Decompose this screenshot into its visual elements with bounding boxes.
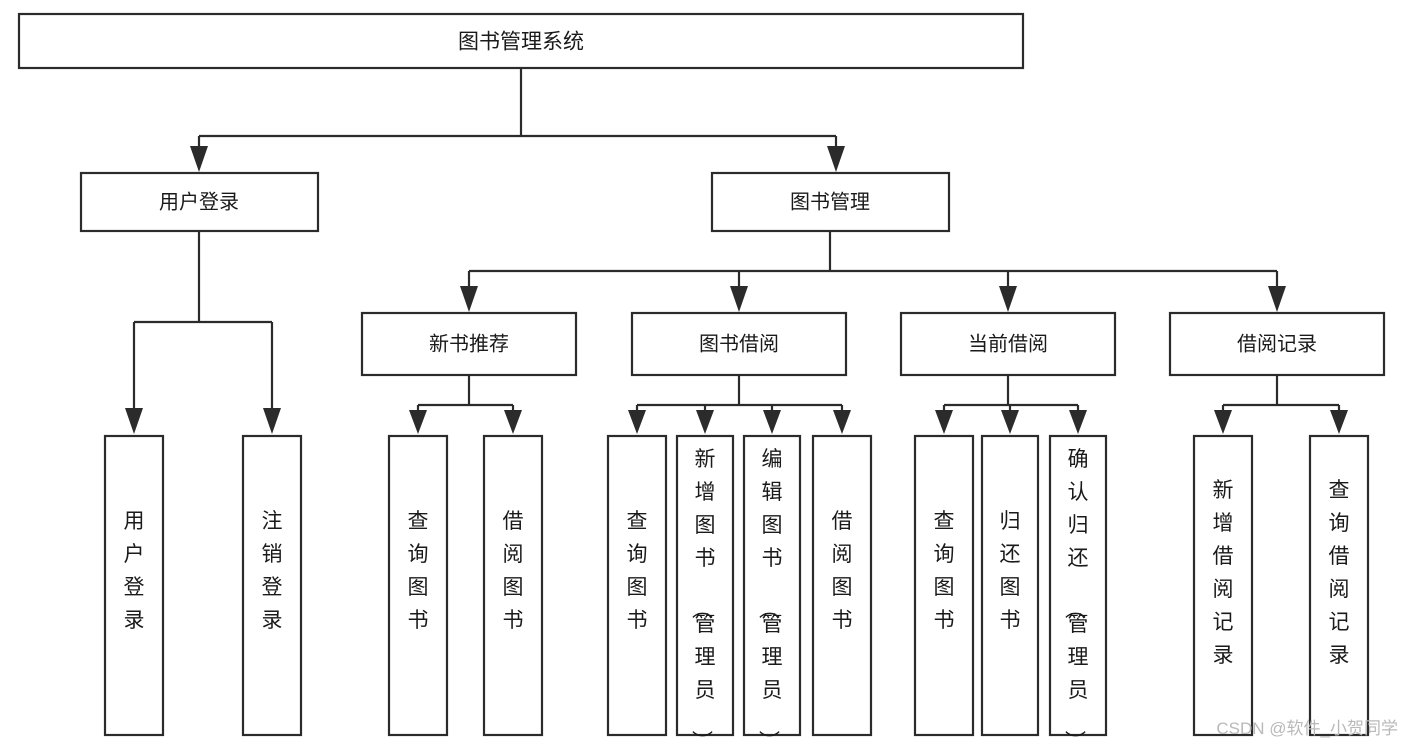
leaf-node-g2-1-box	[675, 434, 735, 737]
connector-root-to-level2	[190, 68, 845, 172]
leaf-node-g4-1[interactable]: 查询借阅记录	[1308, 434, 1370, 737]
node-level2-1-label: 图书管理	[790, 190, 870, 213]
leaf-node-g2-3-box	[811, 434, 873, 737]
leaf-node-g4-0[interactable]: 新增借阅记录	[1192, 434, 1254, 737]
leaf-node-g4-1-box	[1308, 434, 1370, 737]
leaf-node-g3-0[interactable]: 查询图书	[913, 434, 975, 737]
connector-user-login-to-leaves	[125, 231, 281, 434]
leaf-node-g1-1[interactable]: 借阅图书	[482, 434, 544, 737]
node-level3-0-label: 新书推荐	[429, 332, 509, 355]
leaf-node-g3-2-label: 确认归还（管理员）	[1063, 448, 1089, 747]
leaf-node-g2-1-label: 新增图书（管理员）	[690, 448, 716, 747]
connector-book-borrow-to-leaves	[628, 375, 851, 434]
leaf-node-g1-0-box	[387, 434, 449, 737]
leaf-node-g0-1-box	[241, 434, 303, 737]
leaf-node-g3-2[interactable]: 确认归还（管理员）	[1048, 434, 1108, 747]
leaf-node-g4-0-box	[1192, 434, 1254, 737]
leaf-node-g3-1[interactable]: 归还图书	[980, 434, 1040, 737]
leaf-node-g1-1-label: 借阅图书	[503, 510, 524, 632]
node-level3-3-label: 借阅记录	[1237, 332, 1317, 355]
leaf-node-g2-2[interactable]: 编辑图书（管理员）	[742, 434, 802, 747]
leaf-node-g2-2-label: 编辑图书（管理员）	[757, 448, 783, 747]
leaf-node-g4-1-label: 查询借阅记录	[1329, 479, 1350, 667]
leaf-node-g2-0-box	[606, 434, 668, 737]
leaf-node-g3-2-box	[1048, 434, 1108, 737]
node-level2-0-label: 用户登录	[159, 190, 239, 213]
node-level2-0-box	[79, 171, 320, 233]
leaf-node-g0-1[interactable]: 注销登录	[241, 434, 303, 737]
node-level3-2-label: 当前借阅	[968, 332, 1048, 355]
node-root-label: 图书管理系统	[458, 31, 584, 54]
leaf-node-g1-1-box	[482, 434, 544, 737]
node-level3-1-label: 图书借阅	[699, 332, 779, 355]
connector-current-borrow-to-leaves	[935, 375, 1087, 434]
node-level3-1[interactable]: 图书借阅	[630, 311, 848, 377]
leaf-node-g2-3[interactable]: 借阅图书	[811, 434, 873, 737]
leaf-node-g2-1[interactable]: 新增图书（管理员）	[675, 434, 735, 747]
node-level2-0[interactable]: 用户登录	[79, 171, 320, 233]
node-level3-0-box	[360, 311, 578, 377]
node-level3-2[interactable]: 当前借阅	[899, 311, 1117, 377]
leaf-node-g4-0-label: 新增借阅记录	[1213, 479, 1234, 667]
watermark-text: CSDN @软件_小贺同学	[1216, 719, 1398, 738]
leaf-node-g3-0-label: 查询图书	[934, 510, 955, 632]
arrow-to-book-manage	[827, 146, 845, 172]
leaf-node-g1-0[interactable]: 查询图书	[387, 434, 449, 737]
connector-book-manage-to-level3	[460, 231, 1286, 312]
leaf-node-g0-0[interactable]: 用户登录	[103, 434, 165, 737]
leaf-node-g3-1-box	[980, 434, 1040, 737]
node-root[interactable]: 图书管理系统	[17, 12, 1025, 70]
leaf-node-g2-0-label: 查询图书	[627, 510, 648, 632]
node-level3-2-box	[899, 311, 1117, 377]
leaf-node-g2-3-label: 借阅图书	[832, 510, 853, 632]
node-root-box	[17, 12, 1025, 70]
leaf-node-g0-0-label: 用户登录	[124, 510, 145, 632]
node-level2-1[interactable]: 图书管理	[710, 171, 951, 233]
arrow-to-user-login	[190, 146, 208, 172]
connector-borrow-record-to-leaves	[1214, 375, 1348, 434]
node-level3-0[interactable]: 新书推荐	[360, 311, 578, 377]
leaf-node-g1-0-label: 查询图书	[408, 510, 429, 632]
leaf-node-g0-0-box	[103, 434, 165, 737]
leaf-node-g2-2-box	[742, 434, 802, 737]
leaf-node-g0-1-label: 注销登录	[262, 510, 283, 632]
leaf-node-g2-0[interactable]: 查询图书	[606, 434, 668, 737]
leaf-node-g3-0-box	[913, 434, 975, 737]
connector-new-book-to-leaves	[409, 375, 522, 434]
leaf-node-g3-1-label: 归还图书	[1000, 510, 1021, 632]
node-level3-3[interactable]: 借阅记录	[1168, 311, 1386, 377]
